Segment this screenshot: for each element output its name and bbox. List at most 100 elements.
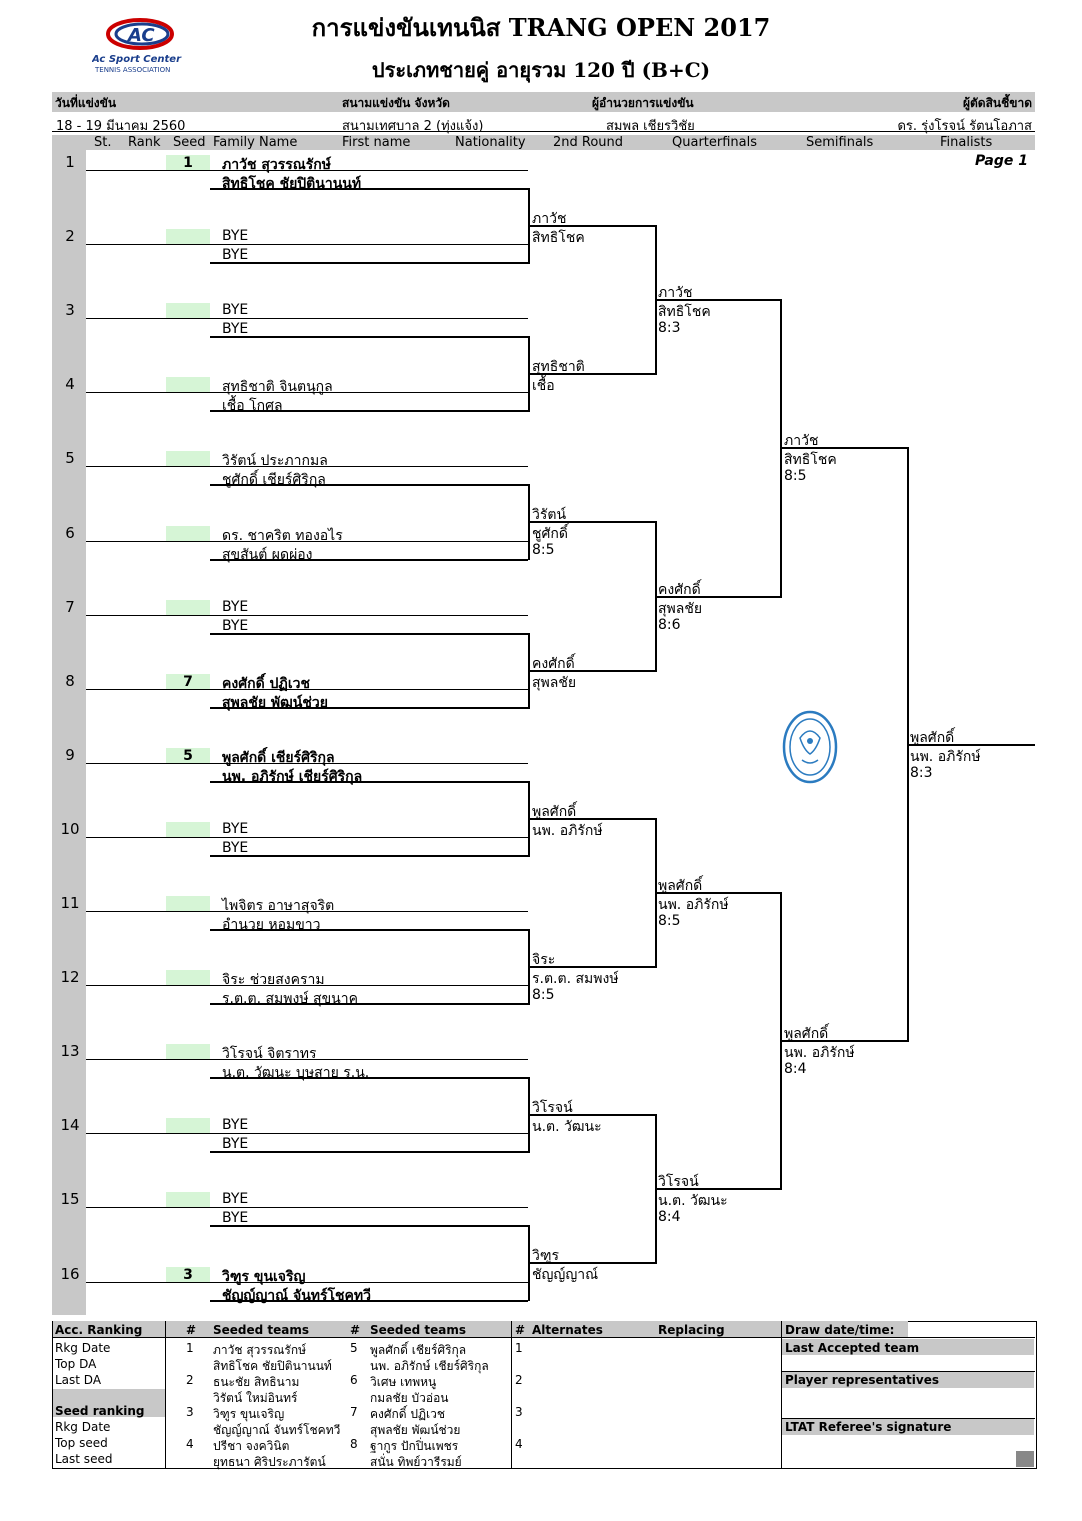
player-1-name: BYE (222, 598, 249, 615)
team-line (210, 1151, 528, 1154)
round2-line (528, 521, 655, 524)
seeded-team-player-b: วิรัตน์ ใหม่อินทร์ (213, 1391, 298, 1405)
player-reps-bg (782, 1372, 1034, 1388)
alt-hash: # (515, 1323, 526, 1337)
team-line (210, 929, 528, 931)
seed-cell (166, 821, 210, 838)
player-2-name: ชัญญ์ญาณ์ จันทร์โชคทวี (222, 1287, 372, 1304)
team-line (210, 854, 528, 857)
draw-number: 16 (60, 1264, 80, 1283)
seeded-team-player-a: ฐากูร ปักปิ่นเพชร (370, 1439, 459, 1453)
date-label: วันที่แข่งขัน (55, 96, 117, 110)
seeded-team-player-a: พูลศักดิ์ เชียร์ศิริกุล (370, 1343, 467, 1357)
footer-acc-header (53, 1321, 165, 1337)
col-st: St. (94, 135, 112, 150)
header-divider (52, 131, 1035, 132)
seeded-team-player-b: สิทธิโชค ชัยปิตินานนท์ (213, 1359, 332, 1373)
draw-number: 7 (65, 597, 75, 616)
player-1-name: วิรัตน์ ประภากมล (222, 453, 328, 470)
page-title: การแข่งขันเทนนิส TRANG OPEN 2017 (311, 13, 771, 42)
rkg-date2-label: Rkg Date (55, 1420, 111, 1434)
draw-number: 3 (65, 301, 75, 320)
header-bar (52, 92, 1035, 112)
player-1-name: BYE (222, 1191, 249, 1208)
seed-cell (166, 303, 210, 320)
logo-letters: AC (126, 25, 155, 46)
team-line (210, 1225, 528, 1228)
team-line (210, 1077, 528, 1080)
entry-divider-line (86, 540, 528, 542)
qf-score: 8:3 (658, 320, 681, 337)
seeded-team-player-a: วิฑูร ขุนเจริญ (213, 1407, 285, 1421)
last-accepted-label: Last Accepted team (785, 1341, 920, 1355)
round2-winner-a: วิรัตน์ (532, 507, 567, 524)
footer-seeded-header (166, 1321, 511, 1337)
entry-divider-line (86, 466, 528, 468)
qf-winner-b: นพ. อภิรักษ์ (658, 896, 729, 913)
player-1-name: BYE (222, 820, 249, 837)
entry-divider-line (86, 1133, 528, 1135)
seed-number: 6 (350, 1373, 358, 1387)
player-2-name: BYE (222, 321, 249, 338)
qf-winner-b: สุพลชัย (658, 600, 703, 617)
col-2nd-round: 2nd Round (553, 135, 624, 150)
player-2-name: นพ. อภิรักษ์ เชียร์ศิริกุล (222, 768, 363, 785)
sf-winner-a: ภาวัช (784, 433, 819, 450)
player-1-name: วิโรจน์ จิตราทร (222, 1046, 317, 1063)
column-header-bar (52, 135, 1035, 150)
player-2-name: เชื้อ โกศล (222, 398, 283, 415)
round2-score: 8:5 (532, 987, 555, 1004)
round2-winner-a: ภาวัช (532, 211, 567, 228)
player-1-name: BYE (222, 302, 249, 319)
player-reps-label: Player representatives (785, 1373, 940, 1387)
entry-divider-line (86, 318, 528, 320)
team-line (210, 780, 528, 783)
draw-number: 11 (60, 894, 80, 912)
qf-score: 8:6 (658, 616, 681, 633)
team-line (210, 706, 528, 709)
draw-number: 9 (65, 745, 75, 764)
sf-line (780, 447, 907, 450)
draw-date-label: Draw date/time: (785, 1323, 895, 1337)
draw-number: 5 (65, 449, 75, 468)
entry-divider-line (86, 1281, 528, 1283)
entry-divider-line (86, 688, 528, 690)
seed-number: 5 (350, 1341, 358, 1355)
draw-number: 15 (60, 1190, 80, 1209)
col-finalists: Finalists (940, 135, 993, 150)
round2-winner-a: พูลศักดิ์ (532, 803, 577, 820)
round2-line (528, 966, 655, 969)
qf-winner-a: คงศักดิ์ (658, 581, 701, 598)
seeded-team-player-b: ชัญญ์ญาณ์ จันทร์โชคทวี (213, 1423, 341, 1437)
seed-cell: 7 (166, 673, 210, 690)
qf-winner-b: สิทธิโชค (658, 304, 711, 321)
director-label: ผู้อำนวยการแข่งขัน (592, 96, 694, 110)
signature-box[interactable] (1016, 1451, 1034, 1467)
date-value: 18 - 19 มีนาคม 2560 (56, 119, 186, 134)
alternate-number: 3 (515, 1405, 523, 1419)
player-1-name: จิระ ช่วยสงคราม (222, 972, 325, 989)
qf-score: 8:4 (658, 1209, 681, 1226)
page-subtitle: ประเภทชายคู่ อายุรวม 120 ปี (B+C) (371, 58, 711, 82)
alternate-number: 1 (515, 1341, 523, 1355)
seed-number: 7 (350, 1405, 358, 1419)
draw-number: 13 (60, 1042, 80, 1061)
seed-cell (166, 229, 210, 246)
player-2-name: BYE (222, 1210, 249, 1227)
last-da-label: Last DA (55, 1373, 102, 1387)
qf-line (655, 299, 780, 302)
footer-vline-3 (781, 1321, 782, 1468)
footer-hline (52, 1337, 1035, 1338)
seeded-team-player-a: วิเศษ เทพหนู (370, 1375, 437, 1389)
draw-number: 14 (60, 1116, 80, 1135)
referee-sig-bg (782, 1419, 1034, 1435)
col-family-name: Family Name (213, 135, 298, 150)
sf-score: 8:4 (784, 1061, 807, 1078)
draw-number: 8 (65, 671, 75, 690)
player-1-name: คงศักดิ์ ปฏิเวช (222, 675, 310, 692)
footer-draw-header (782, 1321, 908, 1337)
round2-winner-b: นพ. อภิรักษ์ (532, 822, 603, 839)
team-line (210, 1003, 528, 1006)
logo-line1: Ac Sport Center (92, 54, 182, 65)
sf-line (780, 1040, 907, 1043)
